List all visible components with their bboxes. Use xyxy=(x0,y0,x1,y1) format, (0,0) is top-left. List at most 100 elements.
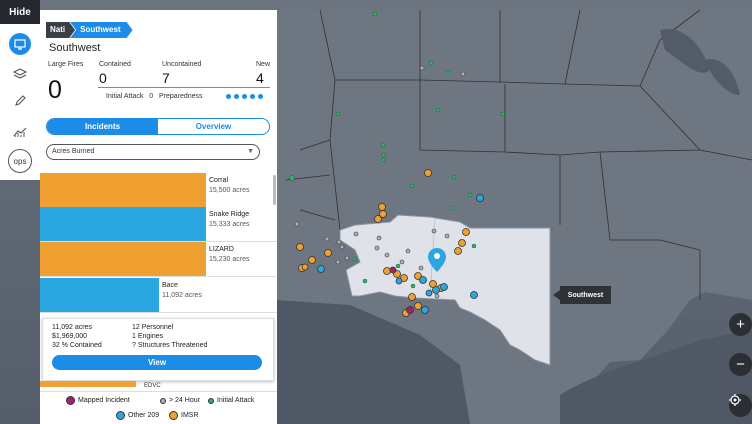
preparedness-dot xyxy=(234,94,239,99)
legend-label: Mapped Incident xyxy=(78,397,130,404)
plus-icon: + xyxy=(736,316,745,333)
sort-select-value: Acres Burned xyxy=(52,148,95,155)
incident-detail-card: 11,092 acres $1,969,000 32 % Contained 1… xyxy=(42,318,274,381)
locate-button[interactable] xyxy=(729,394,752,417)
ops-label: ops xyxy=(13,156,27,166)
large-fires-label: Large Fires xyxy=(48,61,84,68)
preparedness-dot xyxy=(250,94,255,99)
hide-panel-button[interactable]: Hide xyxy=(0,0,40,24)
mapped-incident-dot-icon xyxy=(66,396,75,405)
over-24-hour-dot-icon xyxy=(160,397,166,404)
great-lake xyxy=(705,59,740,95)
imsr-markers xyxy=(296,169,470,317)
legend-mapped-incident: Mapped Incident xyxy=(66,396,130,405)
new-label: New xyxy=(256,61,271,68)
initial-attack-markers xyxy=(289,11,506,289)
preparedness-level-indicator xyxy=(226,94,263,99)
incident-acres: 15,333 acres xyxy=(209,221,250,228)
zoom-in-button[interactable]: + xyxy=(729,313,752,336)
legend-other-209: Other 209 xyxy=(116,411,159,420)
other-209-markers xyxy=(317,194,484,314)
contained-label: Contained xyxy=(99,61,131,68)
gulf-water xyxy=(560,330,752,424)
ops-button[interactable]: ops xyxy=(8,149,32,173)
scrollbar[interactable] xyxy=(273,175,276,205)
uncontained-count: 7 xyxy=(162,70,170,86)
left-rail: Hide ops xyxy=(0,0,40,180)
legend-over-24-hour: > 24 Hour xyxy=(160,397,200,404)
contained-count: 0 xyxy=(99,70,107,86)
stats-divider xyxy=(98,87,270,88)
legend-label: Initial Attack xyxy=(217,397,255,404)
initial-attack-dot-icon xyxy=(208,397,214,404)
hide-label: Hide xyxy=(9,6,31,18)
page-title: Southwest xyxy=(49,42,101,54)
initial-attack-label: Initial Attack xyxy=(106,93,144,100)
region-tooltip-label: Southwest xyxy=(567,291,604,299)
map-legend: Mapped Incident > 24 Hour Initial Attack… xyxy=(40,391,277,424)
list-item[interactable]: LIZARD 15,230 acres xyxy=(40,242,277,276)
legend-initial-attack: Initial Attack xyxy=(208,397,254,404)
incident-bar-fill xyxy=(40,207,206,241)
incident-acres: 15,230 acres xyxy=(209,256,250,263)
incident-name: LIZARD xyxy=(209,246,234,253)
region-tooltip: Southwest xyxy=(553,286,611,304)
sort-select[interactable]: Acres Burned ▼ xyxy=(46,144,260,160)
trend-chart-icon[interactable] xyxy=(9,121,31,143)
incident-acres: 11,092 acres xyxy=(162,292,202,299)
pacific-ocean xyxy=(276,300,470,424)
detail-cost: $1,969,000 xyxy=(52,333,88,340)
breadcrumb: Nati Southwest xyxy=(46,22,133,38)
list-item[interactable]: Snake Ridge 15,333 acres xyxy=(40,207,277,241)
chevron-down-icon: ▼ xyxy=(247,148,254,155)
zoom-out-button[interactable]: − xyxy=(729,353,752,376)
tab-incidents[interactable]: Incidents xyxy=(47,119,158,134)
breadcrumb-national[interactable]: Nati xyxy=(46,22,75,38)
mapped-incident-markers xyxy=(389,266,414,314)
preparedness-label: Preparedness xyxy=(158,93,203,100)
breadcrumb-southwest[interactable]: Southwest xyxy=(70,22,132,38)
legend-label: Other 209 xyxy=(128,412,160,419)
large-fires-count: 0 xyxy=(48,76,62,104)
pencil-icon[interactable] xyxy=(9,90,31,112)
incident-name: Bace xyxy=(162,282,178,289)
incident-bar-fill xyxy=(40,278,159,312)
monitor-icon[interactable] xyxy=(9,33,31,55)
incident-bar-fill xyxy=(40,173,206,207)
incident-name: Snake Ridge xyxy=(209,211,250,218)
preparedness-dot xyxy=(226,94,231,99)
preparedness-dot xyxy=(242,94,247,99)
incident-name: Corral xyxy=(209,177,229,184)
imsr-dot-icon xyxy=(169,411,178,420)
detail-personnel: 12 Personnel xyxy=(132,324,174,331)
layers-icon[interactable] xyxy=(9,63,31,85)
list-item[interactable]: Corral 15,500 acres xyxy=(40,173,277,207)
initial-attack-count: 0 xyxy=(149,93,154,100)
incident-acres: 15,500 acres xyxy=(209,187,250,194)
location-pin-icon[interactable] xyxy=(428,248,446,272)
tab-overview[interactable]: Overview xyxy=(158,119,269,134)
view-button[interactable]: View xyxy=(52,355,262,370)
list-item[interactable]: EDVC xyxy=(40,381,277,391)
state-borders xyxy=(285,9,752,300)
crosshair-icon xyxy=(729,394,741,406)
row-divider xyxy=(40,312,277,313)
list-item[interactable]: Bace 11,092 acres xyxy=(40,278,277,312)
over-24-hour-markers xyxy=(294,65,466,299)
legend-label: IMSR xyxy=(181,412,199,419)
incident-bar-fill xyxy=(40,381,136,387)
initial-attack-row: Initial Attack 0 Preparedness xyxy=(106,93,203,100)
row-divider xyxy=(40,276,277,277)
minus-icon: − xyxy=(736,356,745,373)
legend-label: > 24 Hour xyxy=(169,397,200,404)
uncontained-label: Uncontained xyxy=(162,61,202,68)
great-lake xyxy=(660,29,710,73)
detail-engines: 1 Engines xyxy=(132,333,164,340)
incident-bar-fill xyxy=(40,242,206,276)
preparedness-dot xyxy=(258,94,263,99)
detail-contained: 32 % Contained xyxy=(52,342,102,349)
incident-name: EDVC xyxy=(144,383,161,389)
detail-acres: 11,092 acres xyxy=(52,324,92,331)
